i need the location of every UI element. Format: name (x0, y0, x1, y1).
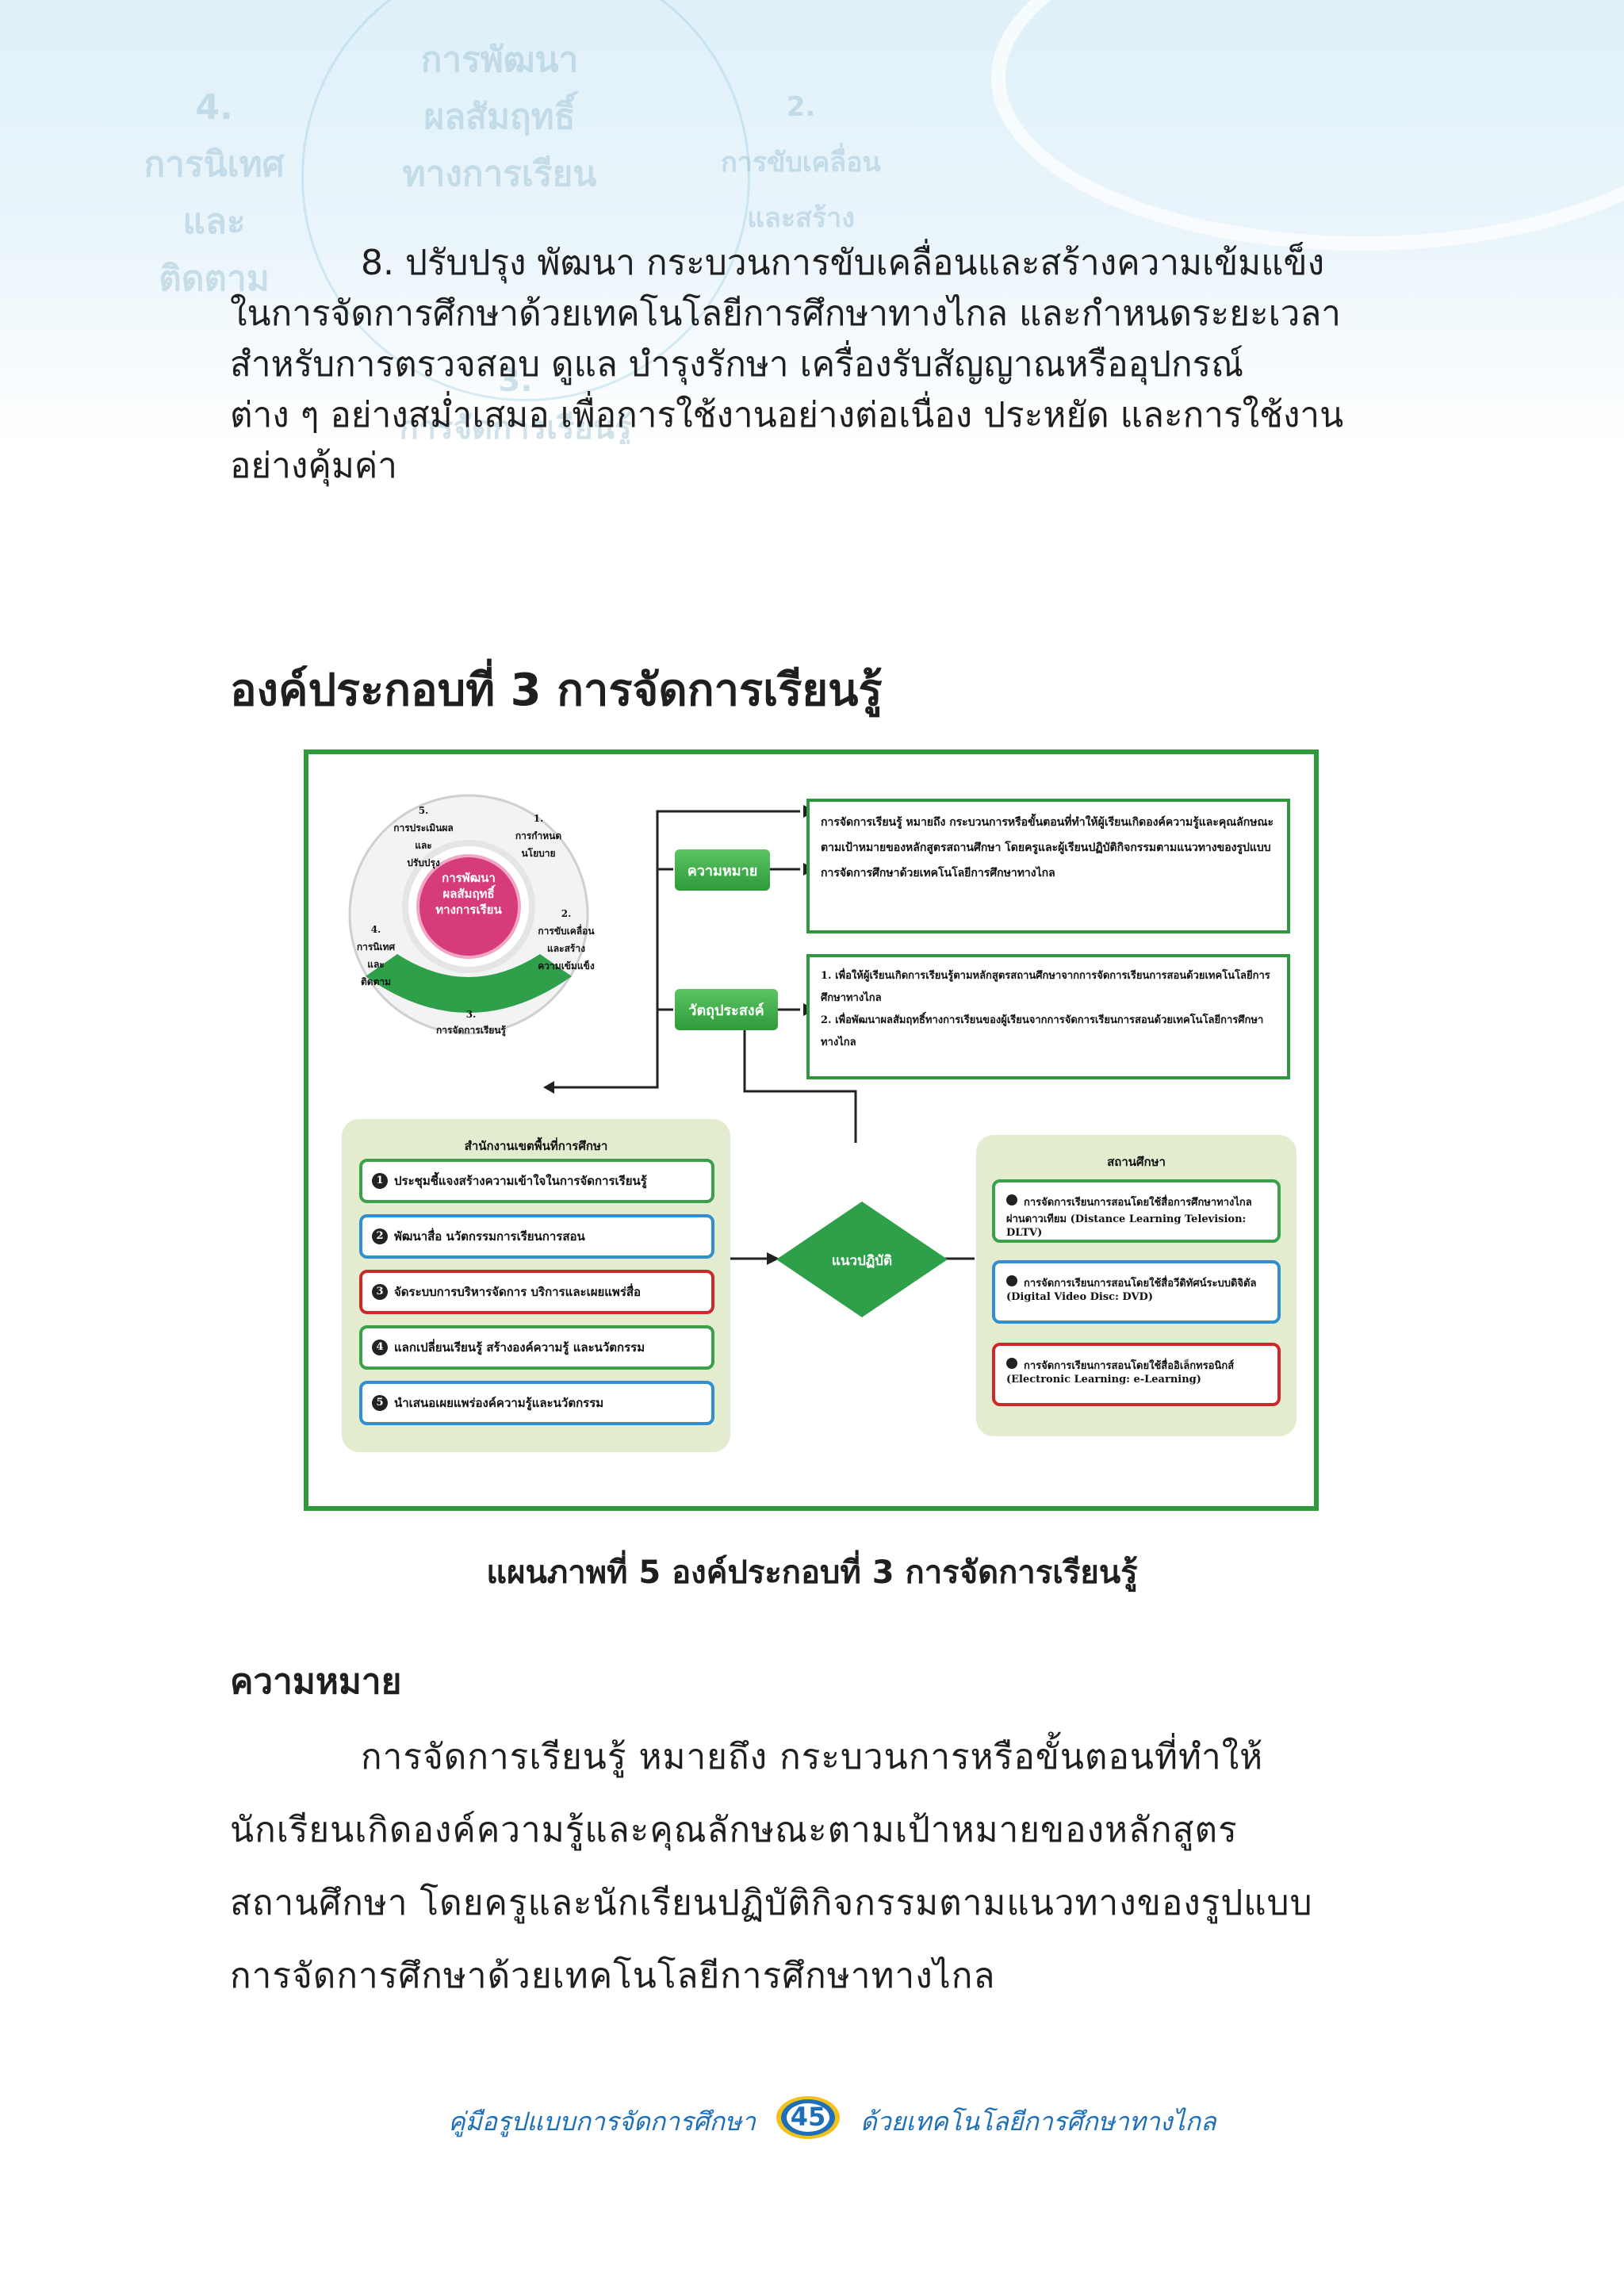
school-item-elearning: การจัดการเรียนการสอนโดยใช้สื่ออิเล็กทรอน… (992, 1343, 1281, 1406)
section-heading: องค์ประกอบที่ 3 การจัดการเรียนรู้ (230, 665, 883, 716)
header-background: การพัฒนาผลสัมฤทธิ์ทางการเรียน 4.การนิเทศ… (0, 0, 1624, 444)
para-line: ต่าง ๆ อย่างสม่ำเสมอ เพื่อการใช้งานอย่าง… (230, 395, 1344, 435)
objective-label: วัตถุประสงค์ (675, 989, 778, 1030)
page-footer: คู่มือรูปแบบการจัดการศึกษา 45 ด้วยเทคโนโ… (0, 2094, 1624, 2141)
meaning-text: การจัดการเรียนรู้ หมายถึง กระบวนการหรือข… (821, 816, 1274, 880)
cycle-step-3: 3.การจัดการเรียนรู้ (436, 1009, 506, 1036)
district-office-title: สำนักงานเขตพื้นที่การศึกษา (464, 1139, 608, 1153)
footer-right-text: ด้วยเทคโนโลยีการศึกษาทางไกล (860, 2106, 1216, 2137)
cycle-step-2: 2.การขับเคลื่อนและสร้างความเข้มแข็ง (538, 908, 595, 972)
page-number-badge: 45 (773, 2094, 843, 2141)
watermark-center: การพัฒนาผลสัมฤทธิ์ทางการเรียน (402, 40, 597, 194)
para-line: การจัดการศึกษาด้วยเทคโนโลยีการศึกษาทางไก… (230, 1956, 996, 1996)
para-line: ในการจัดการศึกษาด้วยเทคโนโลยีการศึกษาทาง… (230, 293, 1342, 334)
school-item-dltv: การจัดการเรียนการสอนโดยใช้สื่อการศึกษาทา… (992, 1179, 1281, 1243)
meaning-label: ความหมาย (675, 849, 770, 891)
practice-label: แนวปฏิบัติ (831, 1253, 893, 1269)
cycle-diagram (348, 794, 589, 1035)
objective-item: 2. เพื่อพัฒนาผลสัมฤทธิ์ทางการเรียนของผู้… (821, 1014, 1264, 1048)
meaning-heading: ความหมาย (230, 1662, 402, 1702)
school-item-dvd: การจัดการเรียนการสอนโดยใช้สื่อวีดิทัศน์ร… (992, 1260, 1281, 1324)
para-line: นักเรียนเกิดองค์ความรู้และคุณลักษณะตามเป… (230, 1810, 1238, 1850)
school-panel: สถานศึกษา การจัดการเรียนการสอนโดยใช้สื่อ… (976, 1135, 1297, 1436)
para-line: สำหรับการตรวจสอบ ดูแล บำรุงรักษา เครื่อง… (230, 344, 1244, 385)
practice-diamond (776, 1202, 948, 1317)
cycle-step-1: 1.การกำหนดนโยบาย (515, 813, 562, 859)
footer-left-text: คู่มือรูปแบบการจัดการศึกษา (448, 2106, 756, 2137)
school-title: สถานศึกษา (1107, 1155, 1166, 1169)
watermark-right: 2.การขับเคลื่อนและสร้าง (721, 91, 881, 234)
cycle-center: การพัฒนาผลสัมฤทธิ์ทางการเรียน (435, 871, 502, 917)
para-line: 8. ปรับปรุง พัฒนา กระบวนการขับเคลื่อนและ… (361, 243, 1325, 283)
meaning-box: การจัดการเรียนรู้ หมายถึง กระบวนการหรือข… (806, 799, 1290, 933)
objective-box: 1. เพื่อให้ผู้เรียนเกิดการเรียนรู้ตามหลั… (806, 954, 1290, 1079)
diagram-figure: การพัฒนาผลสัมฤทธิ์ทางการเรียน 5.การประเม… (304, 749, 1319, 1511)
bg-circle (991, 0, 1624, 251)
watermark-lower: 3.การจัดการเรียนรู้ (399, 362, 632, 444)
paragraph-8: 8. ปรับปรุง พัฒนา กระบวนการขับเคลื่อนและ… (230, 238, 1400, 492)
page-number: 45 (790, 2102, 826, 2132)
para-line: การจัดการเรียนรู้ หมายถึง กระบวนการหรือข… (361, 1737, 1264, 1777)
meaning-paragraph: การจัดการเรียนรู้ หมายถึง กระบวนการหรือข… (230, 1721, 1400, 2013)
cycle-step-4: 4.การนิเทศและติดตาม (356, 924, 396, 987)
para-line: อย่างคุ้มค่า (230, 446, 397, 486)
figure-caption: แผนภาพที่ 5 องค์ประกอบที่ 3 การจัดการเรี… (486, 1554, 1138, 1591)
para-line: สถานศึกษา โดยครูและนักเรียนปฏิบัติกิจกรร… (230, 1883, 1313, 1923)
page-badge-icon (776, 2096, 840, 2139)
objective-item: 1. เพื่อให้ผู้เรียนเกิดการเรียนรู้ตามหลั… (821, 970, 1270, 1004)
cycle-step-5: 5.การประเมินผลและปรับปรุง (393, 805, 454, 868)
watermark-left: 4.การนิเทศและติดตาม (144, 87, 285, 299)
